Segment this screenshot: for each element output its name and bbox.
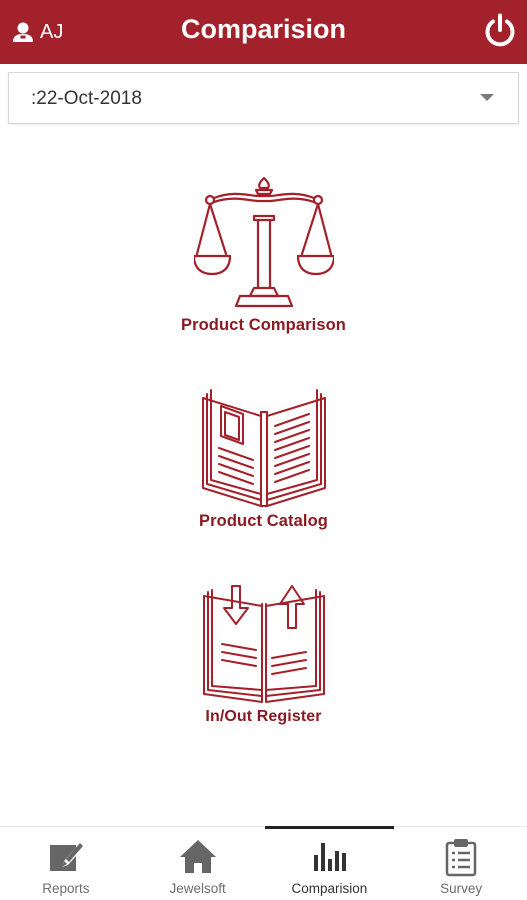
app-header: AJ Comparision (0, 0, 527, 64)
chevron-down-icon (480, 94, 494, 101)
product-comparison-button[interactable]: Product Comparison (0, 176, 527, 335)
user-initials: AJ (40, 20, 64, 43)
nav-label-jewelsoft: Jewelsoft (169, 881, 226, 896)
clipboard-icon (445, 839, 477, 877)
nav-item-reports[interactable]: Reports (0, 827, 132, 900)
user-icon (13, 22, 33, 42)
date-value: :22-Oct-2018 (31, 88, 142, 109)
nav-item-survey[interactable]: Survey (395, 827, 527, 900)
edit-icon (49, 843, 84, 871)
active-tab-indicator (264, 826, 395, 829)
nav-label-reports: Reports (42, 881, 90, 896)
nav-item-jewelsoft[interactable]: Jewelsoft (132, 827, 264, 900)
nav-item-comparision[interactable]: Comparision (264, 826, 396, 900)
bottom-navigation: Reports Jewelsoft Comparision Survey (0, 826, 527, 900)
register-book-icon (202, 585, 325, 703)
product-catalog-button[interactable]: Product Catalog (0, 388, 527, 531)
open-book-icon (201, 389, 326, 507)
nav-label-comparision: Comparision (291, 881, 368, 896)
power-icon[interactable] (481, 12, 519, 50)
in-out-register-button[interactable]: In/Out Register (0, 582, 527, 726)
home-icon (179, 840, 216, 873)
in-out-register-label: In/Out Register (205, 708, 322, 725)
user-profile[interactable]: AJ (11, 18, 63, 46)
bar-chart-icon (314, 843, 347, 871)
scales-icon (193, 176, 334, 308)
nav-label-survey: Survey (440, 881, 483, 896)
date-dropdown[interactable]: :22-Oct-2018 (8, 72, 519, 124)
product-comparison-label: Product Comparison (181, 316, 346, 334)
product-catalog-label: Product Catalog (199, 512, 328, 530)
page-title: Comparision (180, 14, 347, 44)
